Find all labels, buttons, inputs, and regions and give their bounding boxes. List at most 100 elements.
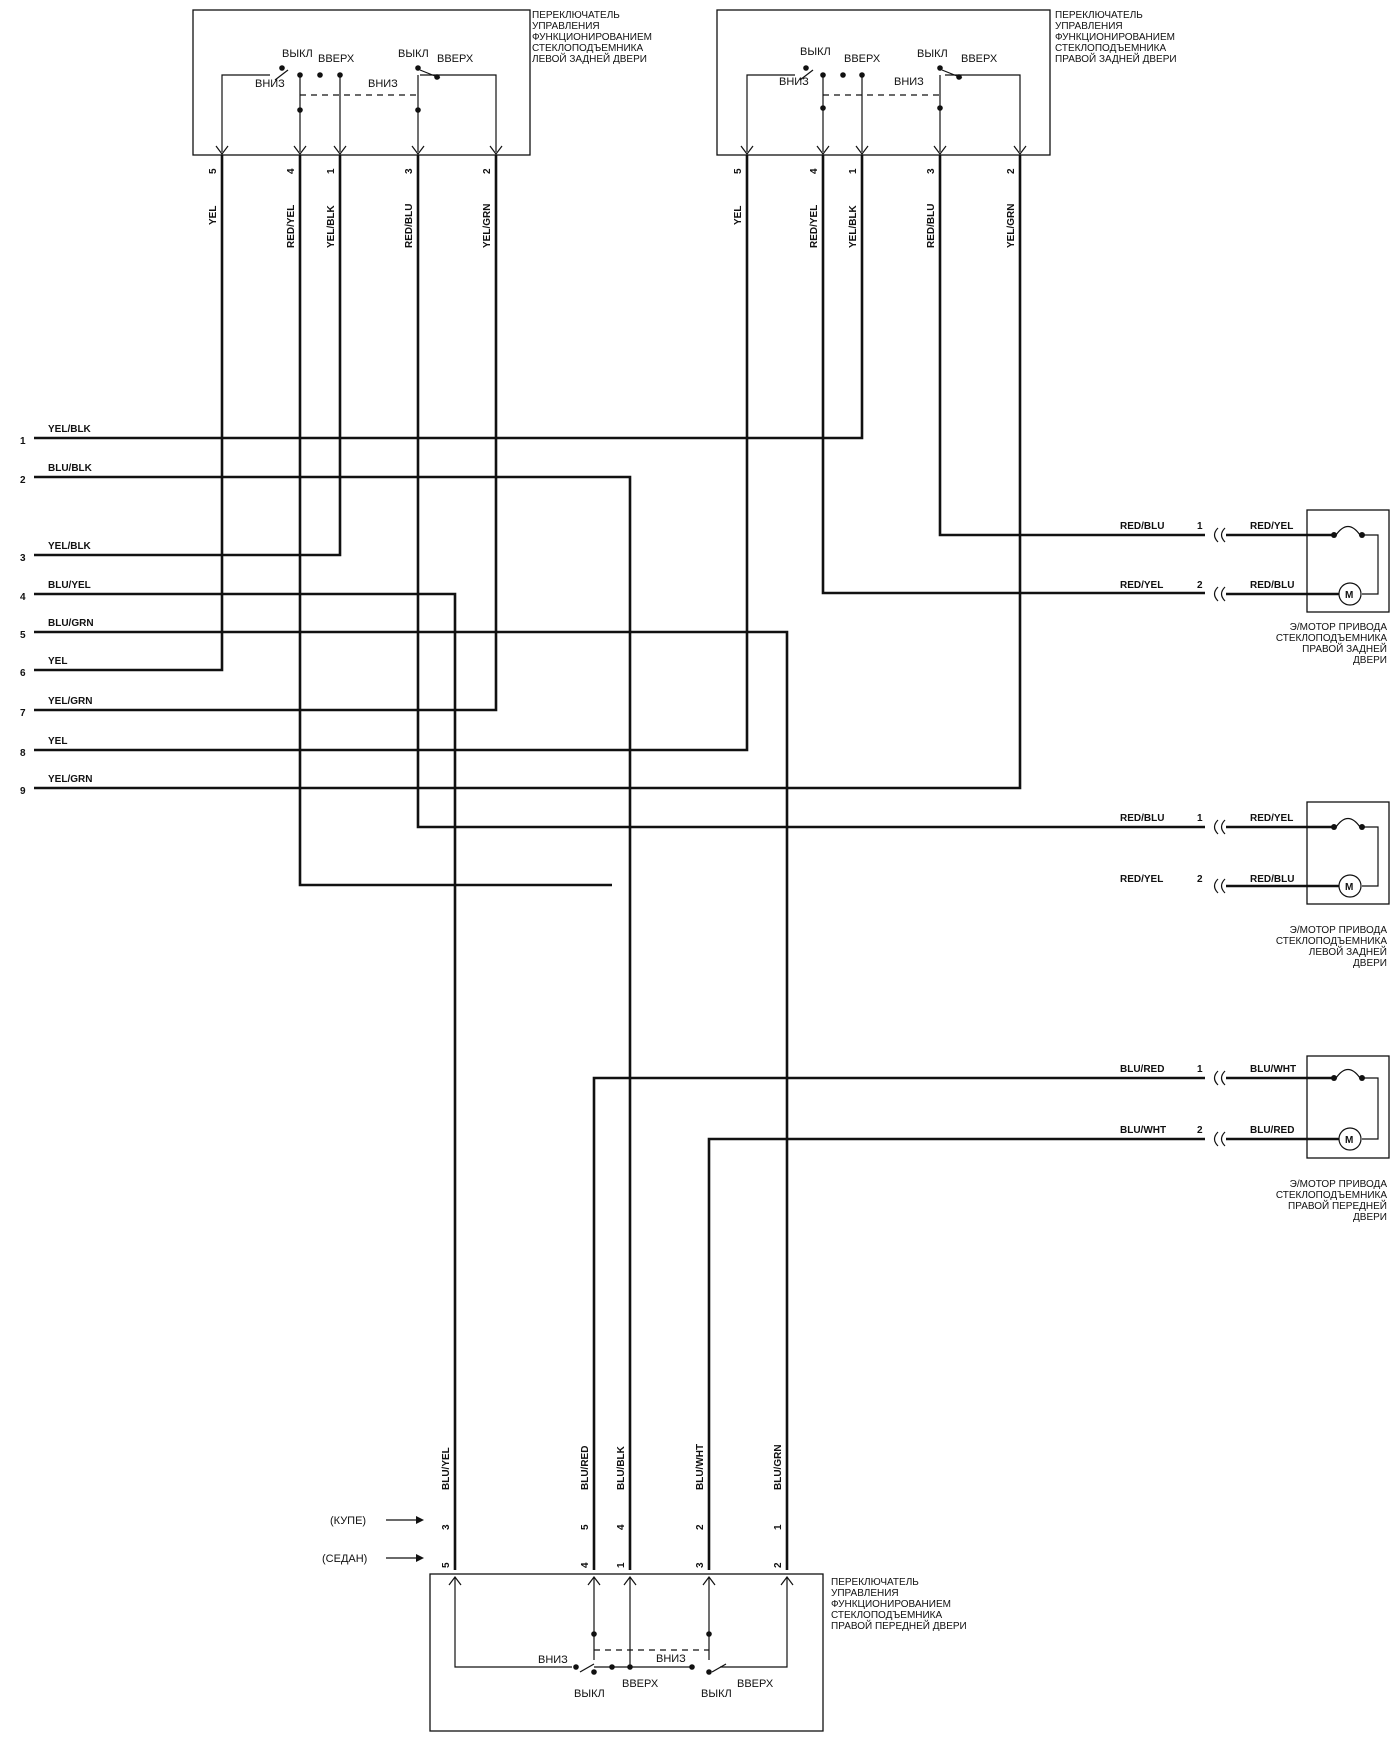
connector-pin-7-wire: YEL/GRN bbox=[48, 696, 92, 707]
motor-right-rear-pin-1-wire-out: RED/YEL bbox=[1250, 521, 1293, 532]
switch-left-rear-pin-3-num: 1 bbox=[326, 168, 337, 174]
motor-right-front-symbol bbox=[1338, 1127, 1362, 1151]
switch-right-rear-pin-4-num: 3 bbox=[926, 168, 937, 174]
switch-right-rear-title-2: УПРАВЛЕНИЯ bbox=[1055, 21, 1123, 32]
motor-right-rear-symbol-label: M bbox=[1345, 590, 1353, 601]
switch-right-rear-pin-3-wire: YEL/BLK bbox=[848, 204, 859, 248]
motor-right-front-pin-2-wire-in: BLU/WHT bbox=[1120, 1125, 1166, 1136]
switch-right-rear-label-up-1: ВВЕРХ bbox=[844, 53, 881, 65]
connector-pin-1-num: 1 bbox=[20, 436, 26, 447]
switch-right-rear-label-off-1: ВЫКЛ bbox=[800, 46, 831, 58]
switch-left-rear-pin-2-wire: RED/YEL bbox=[286, 205, 297, 248]
switch-left-rear-title-5: ЛЕВОЙ ЗАДНЕЙ ДВЕРИ bbox=[532, 52, 647, 65]
switch-left-rear-title-3: ФУНКЦИОНИРОВАНИЕМ bbox=[532, 32, 652, 43]
switch-right-front-label-down-2: ВНИЗ bbox=[656, 1653, 686, 1665]
switch-right-front: BLU/YEL BLU/RED BLU/BLK BLU/WHT BLU/GRN … bbox=[322, 1444, 967, 1732]
switch-left-rear-pin-3-wire: YEL/BLK bbox=[326, 204, 337, 248]
motor-right-rear-caption-1: Э/МОТОР ПРИВОДА bbox=[1290, 622, 1388, 633]
motor-right-front-pin-1-wire-in: BLU/RED bbox=[1120, 1064, 1164, 1075]
switch-right-rear-title-4: СТЕКЛОПОДЪЕМНИКА bbox=[1055, 43, 1167, 54]
motor-right-front-pin-1-num: 1 bbox=[1197, 1064, 1203, 1075]
switch-left-rear-pin-5-num: 2 bbox=[482, 168, 493, 174]
connector-pin-4-wire: BLU/YEL bbox=[48, 580, 91, 591]
switch-left-rear-label-up-2: ВВЕРХ bbox=[437, 53, 474, 65]
motor-left-rear-caption-4: ДВЕРИ bbox=[1353, 958, 1387, 969]
switch-right-front-pin-4-sedan: 3 bbox=[695, 1562, 706, 1568]
switch-right-rear-pin-5-num: 2 bbox=[1006, 168, 1017, 174]
switch-right-rear-label-off-2: ВЫКЛ bbox=[917, 48, 948, 60]
motor-right-front-pin-1-wire-out: BLU/WHT bbox=[1250, 1064, 1296, 1075]
connector-pin-5-wire: BLU/GRN bbox=[48, 618, 94, 629]
motor-right-front-caption-2: СТЕКЛОПОДЪЕМНИКА bbox=[1276, 1190, 1388, 1201]
motor-right-rear-symbol bbox=[1338, 582, 1362, 606]
switch-right-front-label-off-1: ВЫКЛ bbox=[574, 1688, 605, 1700]
motor-right-rear-caption-2: СТЕКЛОПОДЪЕМНИКА bbox=[1276, 633, 1388, 644]
connector-pin-5-num: 5 bbox=[20, 630, 26, 641]
motor-left-rear-pin-2-wire-in: RED/YEL bbox=[1120, 874, 1163, 885]
motor-right-front-caption-4: ДВЕРИ bbox=[1353, 1212, 1387, 1223]
switch-right-front-variant-coupe: (КУПЕ) bbox=[330, 1515, 366, 1527]
motor-left-rear-pin-2-wire-out: RED/BLU bbox=[1250, 874, 1294, 885]
connector-pin-7-num: 7 bbox=[20, 708, 26, 719]
motor-left-rear-housing bbox=[1306, 801, 1390, 905]
switch-right-front-pin-4-coupe: 2 bbox=[695, 1524, 706, 1530]
motor-right-front-pin-2-wire-out: BLU/RED bbox=[1250, 1125, 1294, 1136]
connector-pin-8-wire: YEL bbox=[48, 736, 67, 747]
connector-pin-2-num: 2 bbox=[20, 475, 26, 486]
switch-right-front-pin-2-coupe: 5 bbox=[580, 1524, 591, 1530]
switch-right-front-label-down-1: ВНИЗ bbox=[538, 1654, 568, 1666]
switch-right-front-label-up-1: ВВЕРХ bbox=[622, 1678, 659, 1690]
motor-right-front-caption-3: ПРАВОЙ ПЕРЕДНЕЙ bbox=[1288, 1199, 1387, 1212]
connector-pin-4-num: 4 bbox=[20, 592, 26, 603]
switch-right-rear-pin-1-num: 5 bbox=[733, 168, 744, 174]
switch-right-rear-housing bbox=[716, 9, 1051, 156]
switch-right-front-label-up-2: ВВЕРХ bbox=[737, 1678, 774, 1690]
motor-right-rear-pin-2-wire-out: RED/BLU bbox=[1250, 580, 1294, 591]
switch-right-front-pin-2-wire: BLU/RED bbox=[580, 1446, 591, 1490]
connector-pin-8-num: 8 bbox=[20, 748, 26, 759]
switch-right-rear-pin-2-wire: RED/YEL bbox=[809, 205, 820, 248]
connector-pin-3-wire: YEL/BLK bbox=[48, 541, 92, 552]
motor-right-front: BLU/RED 1 BLU/WHT BLU/WHT 2 BLU/RED M Э/… bbox=[1120, 1055, 1390, 1223]
connector-pin-1-wire: YEL/BLK bbox=[48, 424, 92, 435]
connector-pin-3-num: 3 bbox=[20, 553, 26, 564]
motor-right-front-caption-1: Э/МОТОР ПРИВОДА bbox=[1290, 1179, 1388, 1190]
harness-wires bbox=[34, 155, 1205, 1570]
motor-right-front-symbol-label: M bbox=[1345, 1135, 1353, 1146]
switch-right-front-pin-5-sedan: 2 bbox=[773, 1562, 784, 1568]
switch-right-rear-title-1: ПЕРЕКЛЮЧАТЕЛЬ bbox=[1055, 10, 1143, 21]
switch-right-rear-label-up-2: ВВЕРХ bbox=[961, 53, 998, 65]
connector-pin-9-wire: YEL/GRN bbox=[48, 774, 92, 785]
motor-left-rear-caption-1: Э/МОТОР ПРИВОДА bbox=[1290, 925, 1388, 936]
motor-right-rear-pin-1-wire-in: RED/BLU bbox=[1120, 521, 1164, 532]
switch-left-rear-title-4: СТЕКЛОПОДЪЕМНИКА bbox=[532, 43, 644, 54]
motor-left-rear-pin-1-wire-out: RED/YEL bbox=[1250, 813, 1293, 824]
motor-right-rear-pin-1-num: 1 bbox=[1197, 521, 1203, 532]
switch-right-front-title-3: ФУНКЦИОНИРОВАНИЕМ bbox=[831, 1599, 951, 1610]
motor-right-rear-housing bbox=[1306, 509, 1390, 613]
switch-right-front-title-5: ПРАВОЙ ПЕРЕДНЕЙ ДВЕРИ bbox=[831, 1619, 967, 1632]
switch-left-rear-pin-5-wire: YEL/GRN bbox=[482, 204, 493, 248]
switch-right-rear-pin-4-wire: RED/BLU bbox=[926, 204, 937, 248]
connector-pin-9-num: 9 bbox=[20, 786, 26, 797]
motor-right-front-housing bbox=[1306, 1055, 1390, 1159]
harness-connector: 1 2 3 4 5 6 7 8 9 YEL/BLK BLU/BLK YEL/BL… bbox=[20, 424, 94, 797]
switch-right-front-pin-1-sedan: 5 bbox=[441, 1562, 452, 1568]
switch-right-front-pin-3-wire: BLU/BLK bbox=[616, 1445, 627, 1490]
switch-right-front-housing bbox=[429, 1573, 824, 1732]
switch-right-rear-pin-5-wire: YEL/GRN bbox=[1006, 204, 1017, 248]
motor-right-front-pin-2-num: 2 bbox=[1197, 1125, 1203, 1136]
switch-right-front-pin-3-sedan: 1 bbox=[616, 1562, 627, 1568]
switch-right-rear-label-down-1: ВНИЗ bbox=[779, 76, 809, 88]
switch-right-front-title-2: УПРАВЛЕНИЯ bbox=[831, 1588, 899, 1599]
motor-left-rear-pin-1-wire-in: RED/BLU bbox=[1120, 813, 1164, 824]
switch-right-rear-title-3: ФУНКЦИОНИРОВАНИЕМ bbox=[1055, 32, 1175, 43]
switch-left-rear-pin-2-num: 4 bbox=[286, 168, 297, 174]
motor-left-rear-symbol-label: M bbox=[1345, 882, 1353, 893]
motor-left-rear-symbol bbox=[1338, 874, 1362, 898]
switch-right-front-title-1: ПЕРЕКЛЮЧАТЕЛЬ bbox=[831, 1577, 919, 1588]
switch-left-rear-pin-4-wire: RED/BLU bbox=[404, 204, 415, 248]
switch-left-rear-pin-4-num: 3 bbox=[404, 168, 415, 174]
motor-right-rear-pin-2-num: 2 bbox=[1197, 580, 1203, 591]
